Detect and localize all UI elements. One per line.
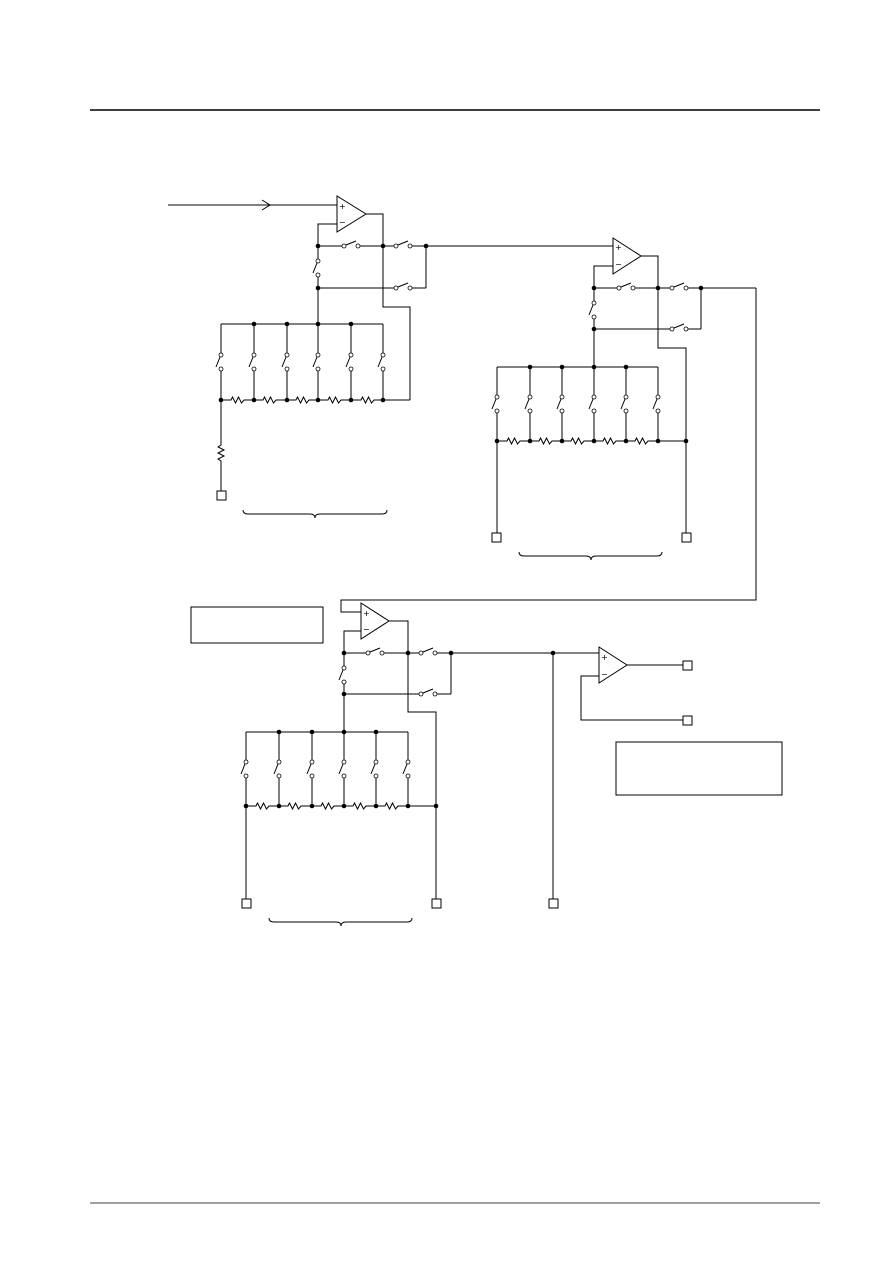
opamp-2-plus: + — [615, 243, 622, 252]
ladder-switch — [620, 367, 629, 441]
junction-dot — [448, 650, 454, 656]
opamp-2-feedback — [593, 265, 613, 288]
brace — [518, 551, 663, 561]
opamp-2: + − — [612, 237, 642, 275]
switch — [393, 282, 413, 291]
junction-dot — [591, 326, 597, 332]
ladder-switch — [652, 367, 661, 441]
stage-link-wire — [340, 288, 757, 613]
ladder-3 — [240, 729, 439, 811]
stage-2: + − — [340, 237, 757, 613]
junction-dot — [655, 285, 661, 291]
junction-dot — [380, 243, 386, 249]
opamp-3-output — [389, 620, 437, 806]
junction-dot — [315, 285, 321, 291]
ladder-switch — [338, 732, 347, 806]
ladder-switch — [377, 324, 386, 400]
opamp-1: + − — [336, 195, 367, 233]
terminal-pin — [241, 898, 252, 909]
terminal-pin — [681, 532, 692, 543]
brace — [242, 509, 388, 519]
opamp-1-plus: + — [339, 202, 346, 211]
terminal-pin — [491, 532, 502, 543]
switch — [393, 240, 413, 249]
opamp-3-plus: + — [363, 609, 370, 618]
junction-dot — [698, 285, 704, 291]
input-arrow-icon — [261, 199, 271, 211]
switch — [669, 282, 689, 291]
opamp-3: + − — [360, 602, 390, 640]
brace — [268, 917, 413, 927]
opamp-2-output — [641, 255, 687, 441]
ladder-switch — [524, 367, 533, 441]
ladder-switch — [345, 324, 354, 400]
ladder-switch — [312, 324, 321, 400]
junction-dot — [423, 243, 429, 249]
opamp-3-feedback — [343, 630, 361, 653]
ladder-1 — [215, 321, 410, 405]
switch — [669, 323, 689, 332]
opamp-1-minus: − — [339, 218, 346, 227]
bottom-resistor — [216, 400, 226, 491]
junction-dot — [315, 243, 321, 249]
junction-dot — [341, 650, 347, 656]
switch — [418, 688, 438, 697]
opamp-3-minus: − — [363, 625, 370, 634]
stage-3: + − — [190, 602, 599, 927]
terminal-pin — [216, 490, 227, 501]
ladder-switch — [248, 324, 257, 400]
ladder-switch — [402, 732, 411, 806]
ladder-switch — [281, 324, 290, 400]
junction-dot — [405, 650, 411, 656]
switch — [312, 258, 321, 278]
output-buffer: + − — [580, 646, 783, 796]
opamp-2-minus: − — [615, 260, 622, 269]
switch — [365, 647, 385, 656]
switch — [588, 300, 597, 320]
junction-dot — [341, 691, 347, 697]
wire — [580, 675, 683, 721]
ladder-switch — [306, 732, 315, 806]
ladder-switch — [588, 367, 597, 441]
opamp-4-minus: − — [601, 670, 608, 679]
opamp-4: + − — [598, 646, 628, 684]
ladder-switch — [240, 732, 249, 806]
opamp-1-output — [366, 213, 411, 400]
ladder-switch — [273, 732, 282, 806]
ladder-2 — [491, 364, 689, 446]
opamp-1-feedback — [317, 223, 337, 246]
terminal-pin — [548, 898, 559, 909]
switch — [341, 240, 361, 249]
stage-1: + − — [168, 195, 613, 519]
switch — [616, 282, 636, 291]
terminal-pin — [431, 898, 442, 909]
ladder-switch — [370, 732, 379, 806]
ladder-switch — [491, 367, 500, 441]
resistor-string — [246, 801, 436, 811]
terminal-pin — [682, 660, 693, 671]
resistor-string — [497, 436, 686, 446]
junction-dot — [591, 285, 597, 291]
ladder-switch — [215, 324, 224, 400]
ladder-switch — [556, 367, 565, 441]
switch — [418, 647, 438, 656]
opamp-4-plus: + — [601, 653, 608, 662]
note-box-right — [615, 741, 783, 796]
terminal-pin — [682, 715, 693, 726]
note-box-left — [190, 606, 324, 644]
switch — [338, 665, 347, 685]
resistor-string — [221, 395, 410, 405]
